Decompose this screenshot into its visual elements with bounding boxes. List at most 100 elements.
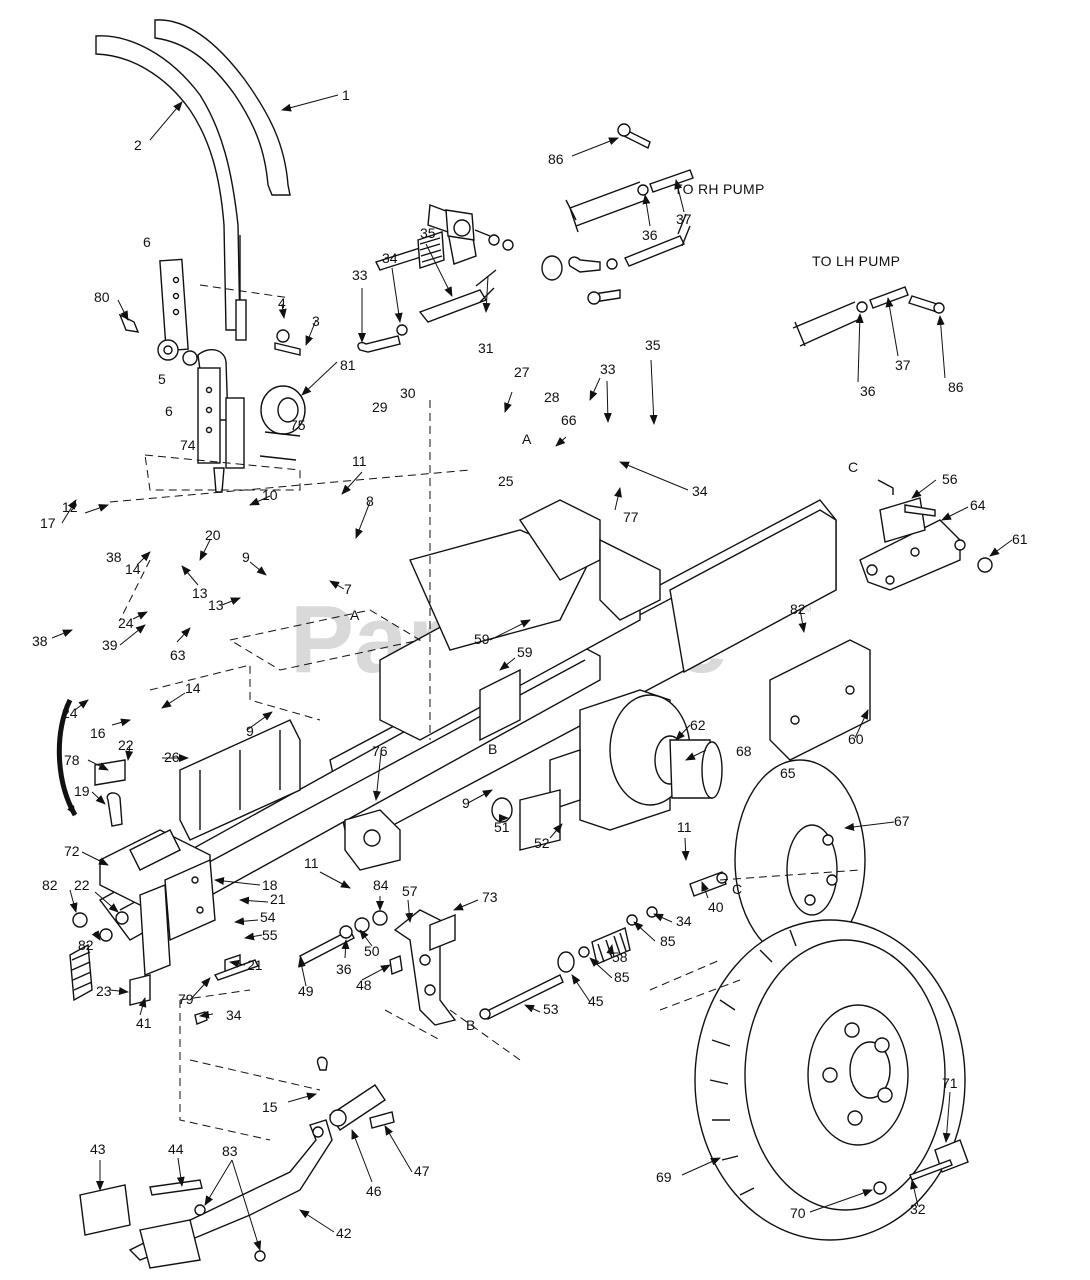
callout-82c: 82 bbox=[78, 937, 94, 953]
callout-36b: 36 bbox=[860, 383, 876, 399]
callout-23: 23 bbox=[96, 983, 112, 999]
callout-73: 73 bbox=[482, 889, 498, 905]
bracket-64 bbox=[859, 479, 993, 591]
callout-9b: 9 bbox=[246, 723, 254, 739]
callout-b: B bbox=[488, 741, 497, 757]
callout-29: 29 bbox=[372, 399, 388, 415]
callout-35: 35 bbox=[420, 225, 436, 241]
callout-75: 75 bbox=[290, 417, 306, 433]
callout-41: 41 bbox=[136, 1015, 152, 1031]
callout-31: 31 bbox=[478, 340, 494, 356]
callout-85b: 85 bbox=[614, 969, 630, 985]
callout-48: 48 bbox=[356, 977, 372, 993]
callout-66: 66 bbox=[561, 412, 577, 428]
callout-37b: 37 bbox=[895, 357, 911, 373]
callout-26: 26 bbox=[164, 749, 180, 765]
callout-19: 19 bbox=[74, 783, 90, 799]
callout-72: 72 bbox=[64, 843, 80, 859]
callout-34: 34 bbox=[382, 250, 398, 266]
callout-25: 25 bbox=[498, 473, 514, 489]
callout-51: 51 bbox=[494, 819, 510, 835]
callout-labels: 1 2 86 37 36 6 80 4 3 5 33 34 35 81 6 75… bbox=[32, 87, 1028, 1241]
callout-15: 15 bbox=[262, 1099, 278, 1115]
callout-7: 7 bbox=[344, 581, 352, 597]
callout-16: 16 bbox=[90, 725, 106, 741]
direction-arrow bbox=[56, 698, 78, 817]
callout-32: 32 bbox=[910, 1201, 926, 1217]
callout-9: 9 bbox=[242, 549, 250, 565]
callout-79: 79 bbox=[178, 991, 194, 1007]
callout-2: 2 bbox=[134, 137, 142, 153]
callout-5: 5 bbox=[158, 371, 166, 387]
wheel bbox=[694, 919, 969, 1241]
callout-67: 67 bbox=[894, 813, 910, 829]
callout-33: 33 bbox=[352, 267, 368, 283]
callout-13: 13 bbox=[192, 585, 208, 601]
callout-11c: 11 bbox=[304, 855, 319, 871]
callout-50: 50 bbox=[364, 943, 380, 959]
callout-63: 63 bbox=[170, 647, 186, 663]
callout-60: 60 bbox=[848, 731, 864, 747]
callout-68: 68 bbox=[736, 743, 752, 759]
callout-74: 74 bbox=[180, 437, 196, 453]
rh-pump-caption: TO RH PUMP bbox=[674, 181, 765, 197]
callout-39: 39 bbox=[102, 637, 118, 653]
callout-46: 46 bbox=[366, 1183, 382, 1199]
callout-21: 21 bbox=[270, 891, 286, 907]
callout-a: A bbox=[522, 431, 532, 447]
callout-3: 3 bbox=[312, 313, 320, 329]
watermark-tm: TM bbox=[800, 605, 812, 614]
callout-65: 65 bbox=[780, 765, 796, 781]
lh-pump-rod bbox=[792, 286, 945, 347]
callout-6b: 6 bbox=[165, 403, 173, 419]
callout-82b: 82 bbox=[42, 877, 58, 893]
callout-42: 42 bbox=[336, 1225, 352, 1241]
callout-c2: C bbox=[732, 881, 742, 897]
hub bbox=[734, 759, 866, 961]
callout-58: 58 bbox=[612, 949, 628, 965]
callout-62: 62 bbox=[690, 717, 706, 733]
callout-37: 37 bbox=[676, 211, 692, 227]
callout-76: 76 bbox=[372, 743, 388, 759]
callout-34d: 34 bbox=[226, 1007, 242, 1023]
callout-27: 27 bbox=[514, 364, 530, 380]
callout-44: 44 bbox=[168, 1141, 184, 1157]
alignment-lines bbox=[109, 284, 861, 1141]
callout-77: 77 bbox=[623, 509, 639, 525]
callout-9c: 9 bbox=[462, 795, 470, 811]
callout-54: 54 bbox=[260, 909, 276, 925]
callout-38: 38 bbox=[106, 549, 122, 565]
callout-4: 4 bbox=[278, 295, 286, 311]
callout-59b: 59 bbox=[517, 644, 533, 660]
callout-28: 28 bbox=[544, 389, 560, 405]
callout-52: 52 bbox=[534, 835, 550, 851]
callout-61: 61 bbox=[1012, 531, 1028, 547]
callout-17: 17 bbox=[40, 515, 56, 531]
callout-40: 40 bbox=[708, 899, 724, 915]
callout-24: 24 bbox=[118, 615, 134, 631]
callout-11b: 11 bbox=[677, 819, 692, 835]
callout-22b: 22 bbox=[74, 877, 90, 893]
callout-83: 83 bbox=[222, 1143, 238, 1159]
callout-1: 1 bbox=[342, 87, 350, 103]
callout-64: 64 bbox=[970, 497, 986, 513]
callout-84: 84 bbox=[373, 877, 389, 893]
callout-34b: 34 bbox=[692, 483, 708, 499]
callout-14b: 14 bbox=[185, 680, 201, 696]
callout-20: 20 bbox=[205, 527, 221, 543]
callout-45: 45 bbox=[588, 993, 604, 1009]
lh-pump-caption: TO LH PUMP bbox=[812, 253, 900, 269]
gearbox bbox=[491, 639, 871, 851]
callout-21b: 21 bbox=[247, 957, 263, 973]
callout-14: 14 bbox=[125, 561, 141, 577]
handle-bars bbox=[95, 19, 291, 341]
callout-36: 36 bbox=[642, 227, 658, 243]
callout-36c: 36 bbox=[336, 961, 352, 977]
callout-24b: 24 bbox=[62, 705, 78, 721]
callout-81: 81 bbox=[340, 357, 356, 373]
callout-78: 78 bbox=[64, 752, 80, 768]
callout-8: 8 bbox=[366, 493, 374, 509]
leader-lines bbox=[51, 94, 1013, 1251]
callout-34c: 34 bbox=[676, 913, 692, 929]
